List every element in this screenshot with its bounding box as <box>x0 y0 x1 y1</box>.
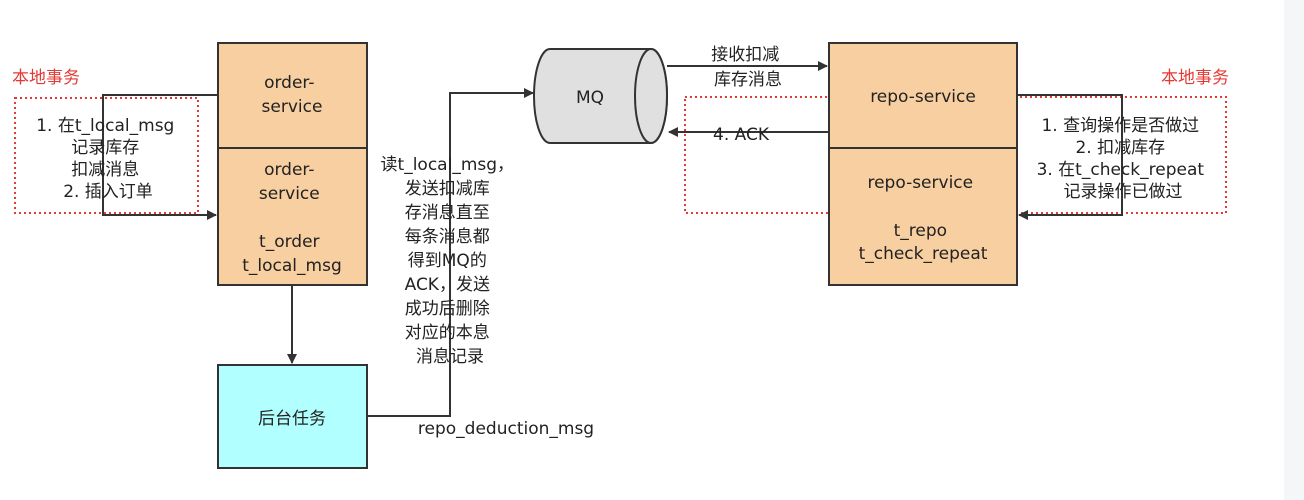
background-task-label: 后台任务 <box>258 409 326 429</box>
ack-label: 4. ACK <box>713 125 770 145</box>
local-tx-left-area <box>14 97 199 214</box>
repo-service-top-box <box>828 42 1018 149</box>
order-service-top-box <box>217 42 368 149</box>
left-loop-connector <box>102 94 218 220</box>
task-to-mq-arrow <box>367 88 534 417</box>
left-steps-note: 1. 在t_local_msg 记录库存 扣减消息 2. 插入订单 <box>36 116 180 202</box>
order-service-bottom-box <box>217 147 368 286</box>
repo-service-bottom-box <box>828 147 1018 286</box>
order-service-top-label: order- service <box>262 73 323 117</box>
repo-service-top-label: repo-service <box>870 87 976 107</box>
middle-description-note: 读t_local_msg， 发送扣减库 存消息直至 每条消息都 得到MQ的 AC… <box>381 155 520 367</box>
scrollbar-track[interactable] <box>1284 0 1304 500</box>
mq-cylinder <box>533 48 668 144</box>
background-task-box <box>217 364 368 469</box>
local-tx-right-label: 本地事务 <box>1161 68 1229 88</box>
repo-service-bottom-label: repo-service t_repo t_check_repeat <box>859 173 988 264</box>
repo-deduction-msg-label: repo_deduction_msg <box>418 419 594 439</box>
right-loop-connector <box>1017 94 1123 220</box>
local-tx-left-label: 本地事务 <box>12 68 80 88</box>
mq-label: MQ <box>576 88 604 108</box>
receive-message-note: 接收扣减 库存消息 <box>711 45 784 90</box>
order-service-bottom-label: order- service t_order t_local_msg <box>242 160 342 276</box>
right-steps-note: 1. 查询操作是否做过 2. 扣减库存 3. 在t_check_repeat 记… <box>1037 116 1210 202</box>
